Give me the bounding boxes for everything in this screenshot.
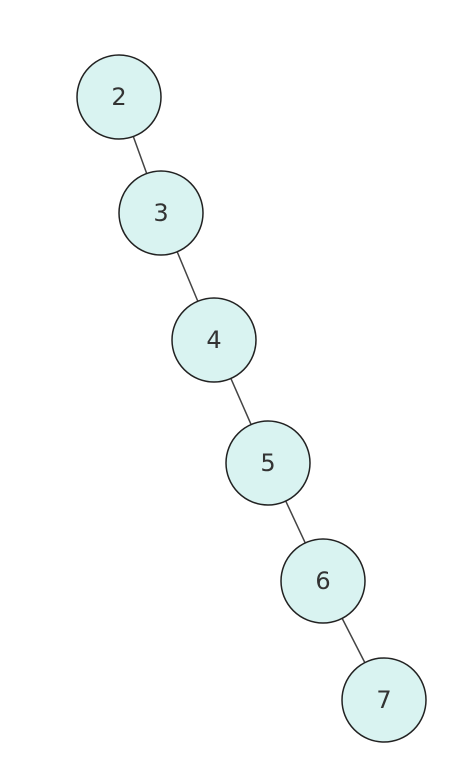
tree-nodes: 2 3 4 5 6 7	[76, 54, 427, 743]
tree-node-label: 5	[260, 449, 275, 477]
tree-node-circle	[171, 297, 257, 383]
tree-node-label: 7	[376, 686, 391, 714]
tree-node-2: 2	[76, 54, 162, 140]
tree-node-3: 3	[118, 170, 204, 256]
tree-node-label: 2	[111, 83, 126, 111]
tree-node-label: 6	[315, 567, 330, 595]
tree-node-circle	[341, 657, 427, 743]
tree-node-label: 3	[153, 199, 168, 227]
tree-node-circle	[225, 420, 311, 506]
tree-edge-n3-n4	[176, 251, 199, 302]
tree-edge-n6-n7	[341, 618, 366, 663]
tree-node-circle	[280, 538, 366, 624]
tree-node-5: 5	[225, 420, 311, 506]
tree-edge-n2-n3	[132, 136, 148, 174]
tree-node-circle	[118, 170, 204, 256]
tree-edges	[132, 136, 366, 663]
tree-edge-n5-n6	[285, 500, 306, 544]
tree-node-7: 7	[341, 657, 427, 743]
tree-node-6: 6	[280, 538, 366, 624]
tree-node-circle	[76, 54, 162, 140]
tree-edge-n4-n5	[230, 378, 252, 425]
tree-node-label: 4	[206, 326, 221, 354]
tree-node-4: 4	[171, 297, 257, 383]
